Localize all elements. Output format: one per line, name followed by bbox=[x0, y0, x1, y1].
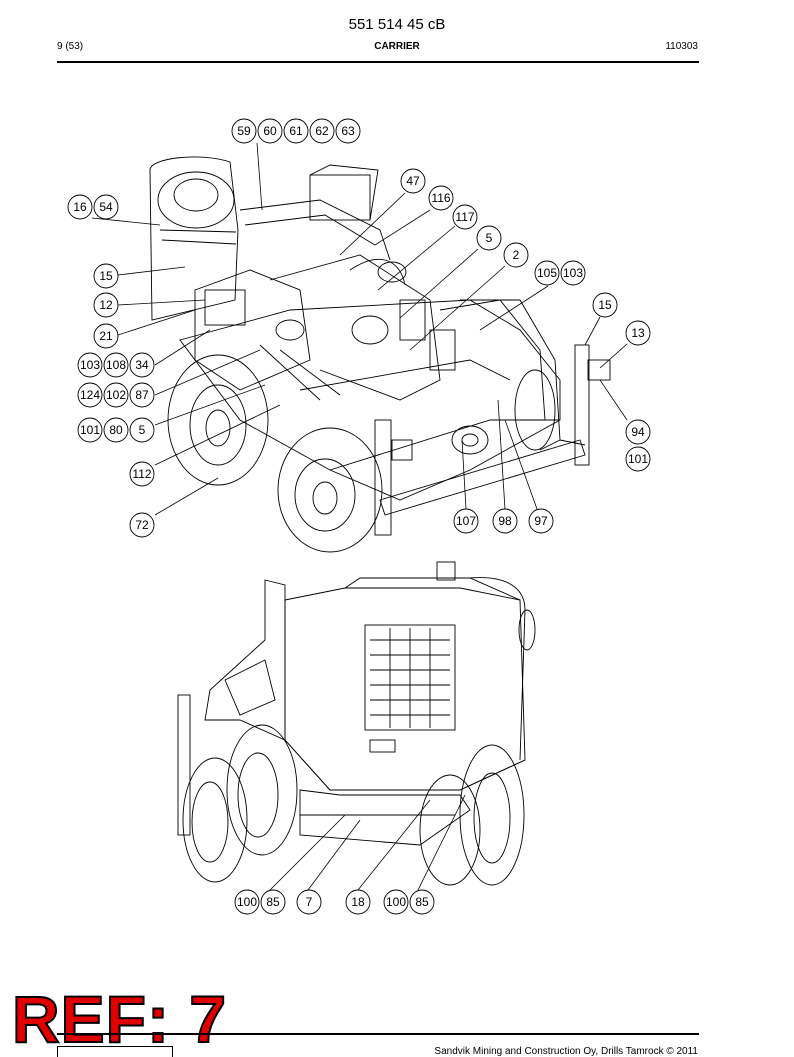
svg-text:87: 87 bbox=[135, 388, 149, 402]
callout-102: 102 bbox=[103, 382, 129, 408]
svg-text:105: 105 bbox=[537, 266, 557, 280]
svg-text:63: 63 bbox=[341, 124, 355, 138]
callout-7: 7 bbox=[296, 889, 322, 915]
callout-85-right: 85 bbox=[409, 889, 435, 915]
svg-text:12: 12 bbox=[99, 298, 113, 312]
callout-15-right: 15 bbox=[592, 292, 618, 318]
callout-94: 94 bbox=[625, 419, 651, 445]
svg-text:54: 54 bbox=[99, 200, 113, 214]
callout-72: 72 bbox=[129, 512, 155, 538]
callout-117: 117 bbox=[452, 204, 478, 230]
callout-34: 34 bbox=[129, 352, 155, 378]
header-rule bbox=[57, 61, 699, 63]
svg-text:102: 102 bbox=[106, 388, 126, 402]
svg-text:47: 47 bbox=[406, 174, 420, 188]
svg-text:101: 101 bbox=[628, 452, 648, 466]
svg-text:100: 100 bbox=[386, 895, 406, 909]
callout-103-right: 103 bbox=[560, 260, 586, 286]
section-title: CARRIER bbox=[374, 41, 420, 52]
callout-87: 87 bbox=[129, 382, 155, 408]
callout-bubbles-top: 59 60 61 62 63 16 54 47 116 117 5 2 105 … bbox=[67, 118, 651, 538]
page-number: 9 (53) bbox=[57, 41, 84, 52]
callout-85-left: 85 bbox=[260, 889, 286, 915]
svg-text:13: 13 bbox=[631, 326, 645, 340]
callout-101-right: 101 bbox=[625, 446, 651, 472]
svg-text:61: 61 bbox=[289, 124, 303, 138]
svg-text:15: 15 bbox=[99, 269, 113, 283]
svg-text:94: 94 bbox=[631, 425, 645, 439]
svg-text:112: 112 bbox=[132, 467, 151, 481]
callout-105: 105 bbox=[534, 260, 560, 286]
svg-text:2: 2 bbox=[513, 248, 520, 262]
svg-text:7: 7 bbox=[306, 895, 313, 909]
svg-text:116: 116 bbox=[431, 191, 450, 205]
callout-112: 112 bbox=[129, 461, 155, 487]
document-number: 551 514 45 cB bbox=[348, 16, 446, 33]
svg-text:107: 107 bbox=[456, 514, 476, 528]
callout-100-right: 100 bbox=[383, 889, 409, 915]
callout-101-left: 101 bbox=[77, 417, 103, 443]
callout-5-top: 5 bbox=[476, 225, 502, 251]
callout-18: 18 bbox=[345, 889, 371, 915]
carrier-rear-view-drawing bbox=[177, 561, 536, 886]
svg-text:5: 5 bbox=[486, 231, 493, 245]
callout-bubbles-bottom: 100 85 7 18 100 85 bbox=[234, 889, 435, 915]
svg-text:108: 108 bbox=[106, 358, 126, 372]
footer-copyright: Sandvik Mining and Construction Oy, Dril… bbox=[434, 1046, 698, 1057]
callout-80: 80 bbox=[103, 417, 129, 443]
callout-107: 107 bbox=[453, 508, 479, 534]
svg-text:85: 85 bbox=[266, 895, 280, 909]
svg-text:80: 80 bbox=[109, 423, 123, 437]
callout-59: 59 bbox=[231, 118, 257, 144]
svg-text:72: 72 bbox=[135, 518, 149, 532]
leader-lines bbox=[91, 142, 628, 891]
footer-rule bbox=[57, 1033, 699, 1035]
callout-16: 16 bbox=[67, 194, 93, 220]
svg-text:16: 16 bbox=[73, 200, 87, 214]
svg-text:18: 18 bbox=[351, 895, 365, 909]
sandvik-logo-fragment bbox=[57, 1046, 173, 1057]
svg-text:103: 103 bbox=[563, 266, 583, 280]
svg-text:15: 15 bbox=[598, 298, 612, 312]
svg-text:124: 124 bbox=[80, 388, 100, 402]
callout-100-left: 100 bbox=[234, 889, 260, 915]
svg-text:59: 59 bbox=[237, 124, 251, 138]
svg-text:98: 98 bbox=[498, 514, 512, 528]
callout-103-left: 103 bbox=[77, 352, 103, 378]
svg-text:21: 21 bbox=[99, 329, 113, 343]
callout-63: 63 bbox=[335, 118, 361, 144]
svg-text:100: 100 bbox=[237, 895, 257, 909]
callout-21: 21 bbox=[93, 323, 119, 349]
svg-text:117: 117 bbox=[455, 210, 474, 224]
callout-108: 108 bbox=[103, 352, 129, 378]
callout-60: 60 bbox=[257, 118, 283, 144]
callout-12: 12 bbox=[93, 292, 119, 318]
callout-15-left: 15 bbox=[93, 263, 119, 289]
callout-97: 97 bbox=[528, 508, 554, 534]
svg-text:103: 103 bbox=[80, 358, 100, 372]
svg-text:85: 85 bbox=[415, 895, 429, 909]
callout-62: 62 bbox=[309, 118, 335, 144]
date-code: 110303 bbox=[665, 41, 698, 52]
callout-124: 124 bbox=[77, 382, 103, 408]
svg-text:62: 62 bbox=[315, 124, 329, 138]
carrier-top-view-drawing bbox=[149, 156, 611, 553]
callout-98: 98 bbox=[492, 508, 518, 534]
reference-stamp: REF: 7 bbox=[11, 982, 228, 1056]
svg-text:101: 101 bbox=[80, 423, 100, 437]
svg-text:5: 5 bbox=[139, 423, 146, 437]
callout-47: 47 bbox=[400, 168, 426, 194]
callout-2: 2 bbox=[503, 242, 529, 268]
callout-5-left: 5 bbox=[129, 417, 155, 443]
svg-text:34: 34 bbox=[135, 358, 149, 372]
svg-text:97: 97 bbox=[534, 514, 548, 528]
svg-text:60: 60 bbox=[263, 124, 277, 138]
callout-54: 54 bbox=[93, 194, 119, 220]
callout-116: 116 bbox=[428, 185, 454, 211]
callout-61: 61 bbox=[283, 118, 309, 144]
callout-13: 13 bbox=[625, 320, 651, 346]
